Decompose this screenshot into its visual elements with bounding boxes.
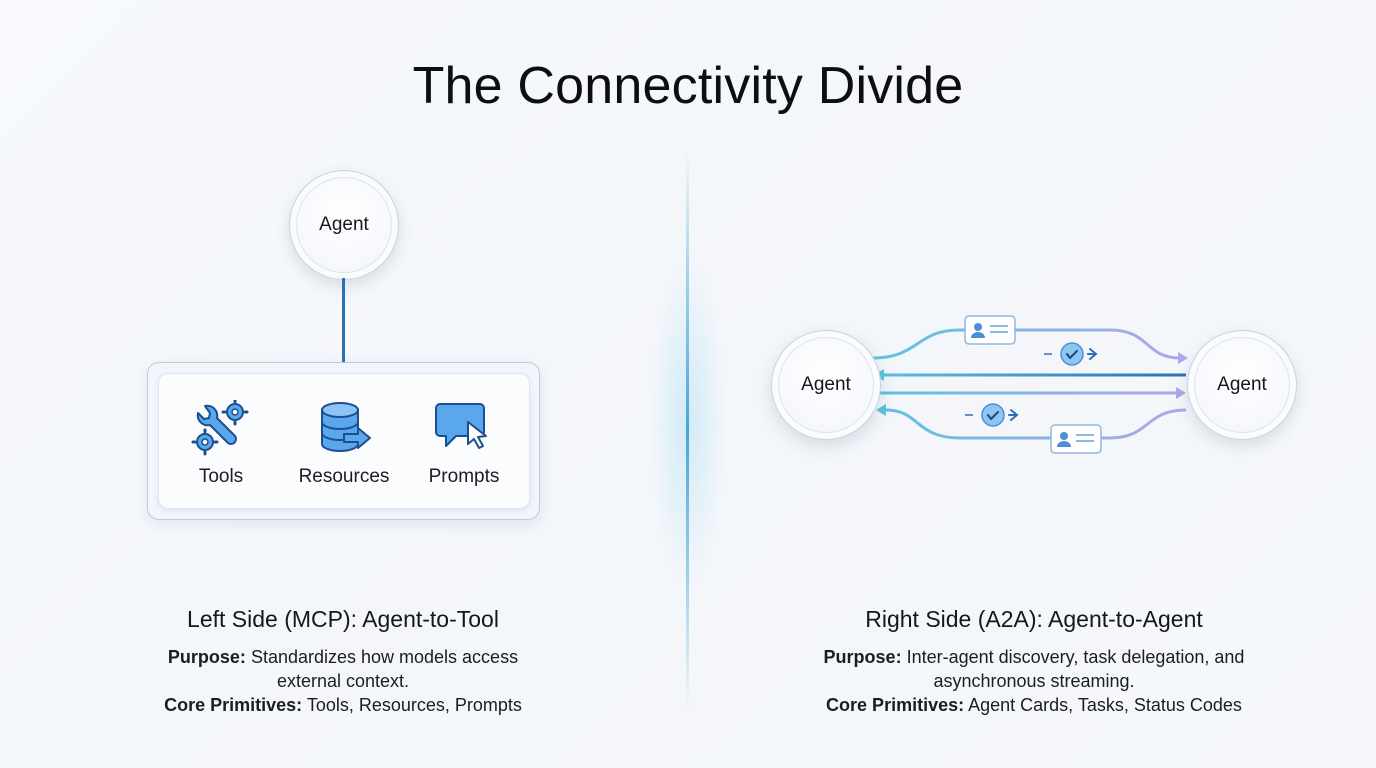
top-flow-path — [871, 328, 1181, 360]
agent-card-icon-top — [964, 315, 1016, 345]
agent-tool-connector — [342, 278, 345, 362]
left-primitives: Core Primitives: Tools, Resources, Promp… — [63, 693, 623, 717]
purpose-text-line2: external context. — [276, 671, 410, 691]
primitives-panel-inner: Tools Resources Prompts — [158, 373, 530, 509]
purpose-text: Standardizes how models access — [250, 647, 519, 667]
page-title: The Connectivity Divide — [412, 57, 964, 115]
status-check-icon-bottom — [965, 403, 1019, 427]
right-primitives: Core Primitives: Agent Cards, Tasks, Sta… — [754, 693, 1314, 717]
right-caption: Right Side (A2A): Agent-to-Agent Purpose… — [754, 606, 1314, 717]
bottom-flow-arrowhead — [876, 404, 886, 416]
tools-label: Tools — [198, 466, 244, 487]
core-primitives-label: Core Primitives: — [164, 695, 303, 715]
purpose-text-line2: asynchronous streaming. — [933, 671, 1135, 691]
core-primitives-label: Core Primitives: — [826, 695, 965, 715]
left-heading: Left Side (MCP): Agent-to-Tool — [187, 606, 499, 632]
purpose-label: Purpose: — [167, 647, 246, 667]
purpose-text: Inter-agent discovery, task delegation, … — [906, 647, 1245, 667]
primitives-panel: Tools Resources Prompts — [147, 362, 540, 520]
top-flow-arrowhead — [1178, 352, 1188, 364]
agent-card-icon-bottom — [1050, 424, 1102, 454]
right-agent-node-right: Agent — [1187, 330, 1297, 440]
center-divider — [686, 150, 689, 710]
core-primitives-text: Tools, Resources, Prompts — [306, 695, 522, 715]
core-primitives-text: Agent Cards, Tasks, Status Codes — [968, 695, 1242, 715]
right-purpose: Purpose: Inter-agent discovery, task del… — [754, 645, 1314, 693]
primitive-resources: Resources — [289, 400, 399, 488]
primitive-prompts: Prompts — [409, 400, 519, 488]
left-purpose: Purpose: Standardizes how models access … — [63, 645, 623, 693]
status-check-icon-top — [1044, 342, 1098, 366]
left-caption: Left Side (MCP): Agent-to-Tool Purpose: … — [63, 606, 623, 717]
mid-flow-arrowhead-right — [1176, 387, 1186, 399]
agent-label: Agent — [801, 374, 851, 395]
wrench-gears-icon — [191, 400, 249, 456]
purpose-label: Purpose: — [823, 647, 902, 667]
agent-label: Agent — [319, 214, 369, 235]
chat-cursor-icon — [435, 403, 487, 449]
right-agent-node-left: Agent — [771, 330, 881, 440]
resources-label: Resources — [298, 466, 390, 487]
right-heading: Right Side (A2A): Agent-to-Agent — [865, 606, 1203, 632]
agent-label: Agent — [1217, 374, 1267, 395]
database-arrow-icon — [321, 402, 371, 452]
bottom-flow-path — [885, 408, 1187, 440]
prompts-label: Prompts — [428, 466, 500, 487]
primitive-tools: Tools — [166, 400, 276, 488]
